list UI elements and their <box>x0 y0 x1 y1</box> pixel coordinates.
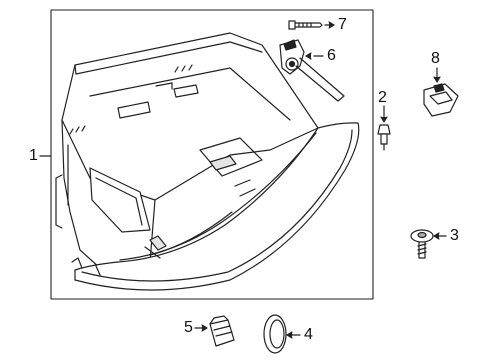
callout-5: 5 <box>184 319 193 336</box>
part-8-bracket-drawing <box>423 67 459 117</box>
callout-2: 2 <box>378 89 387 106</box>
callout-8: 8 <box>431 50 440 67</box>
part-4-cap-drawing <box>263 314 301 354</box>
assembly-frame <box>50 9 374 300</box>
part-6-damper-drawing <box>279 39 345 102</box>
callout-4: 4 <box>304 326 313 343</box>
callout-3: 3 <box>450 227 459 244</box>
part-2-clip-drawing <box>377 105 391 151</box>
callout-1: 1 <box>29 147 38 164</box>
callout-7: 7 <box>338 16 347 33</box>
callout-6: 6 <box>327 47 336 64</box>
glove-box-drawing <box>55 32 360 291</box>
part-7-bolt-drawing <box>288 20 335 30</box>
part-3-screw-drawing <box>410 229 447 259</box>
part-5-bushing-drawing <box>194 315 235 347</box>
